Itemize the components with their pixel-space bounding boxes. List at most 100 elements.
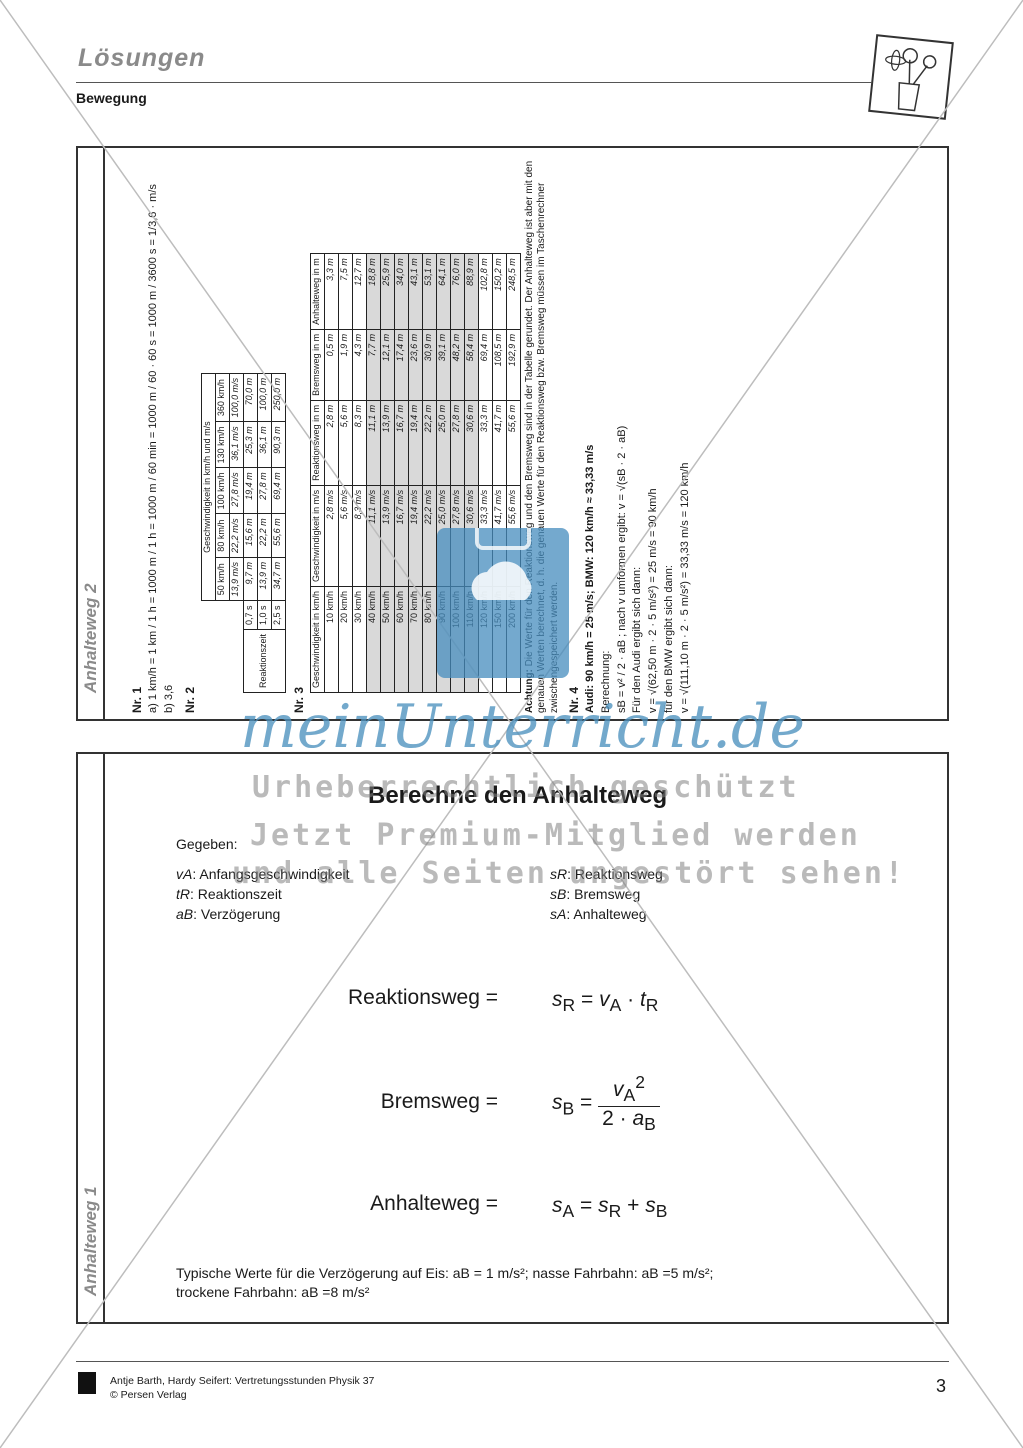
table-row: Reaktionszeit 0,7 s 9,7 m 15,6 m 19,4 m … — [243, 373, 285, 693]
var-symbol: aB — [176, 906, 194, 922]
watermark-line: Urheberrechtlich geschützt — [252, 770, 800, 805]
nr2-col: 360 km/h — [215, 373, 229, 422]
nr3-cell: 69,4 m — [478, 329, 492, 401]
watermark-line: Jetzt Premium-Mitglied werden — [250, 818, 861, 853]
nr2-time: 0,7 s — [243, 600, 257, 630]
nr3-cell: 11,1 m — [366, 400, 380, 486]
nr3-header: Reaktionsweg in m — [310, 400, 324, 486]
nr4-line: v = √(111,10 m · 2 · 5 m/s²) = 33,33 m/s… — [678, 462, 691, 713]
page-header-title: Lösungen — [78, 44, 206, 72]
page-subtitle: Bewegung — [76, 90, 147, 106]
nr3-cell: 192,9 m — [506, 329, 520, 401]
formula-reaktionsweg: sR = vA · tR — [552, 988, 659, 1016]
nr3-cell: 64,1 m — [436, 253, 450, 330]
nr3-cell: 2,8 m/s — [324, 485, 338, 587]
nr3-cell: 53,1 m — [422, 253, 436, 330]
nr3-cell: 17,4 m — [394, 329, 408, 401]
nr3-cell: 60 km/h — [394, 586, 408, 693]
header-divider — [76, 82, 872, 83]
nr2-col: 50 km/h — [215, 557, 229, 601]
var-symbol: sA — [550, 906, 567, 922]
nr3-cell: 2,8 m — [324, 400, 338, 486]
nr3-cell: 102,8 m — [478, 253, 492, 330]
given-heading: Gegeben: — [176, 836, 238, 852]
nr2-cell: 250,0 m — [271, 373, 285, 422]
panel-side-strip: Anhalteweg 1 — [78, 754, 105, 1322]
nr2-cell: 13,9 m — [257, 557, 271, 601]
given-var: aB: Verzögerung — [176, 906, 280, 922]
watermark-line: und alle Seiten ungestört sehen! — [232, 856, 906, 891]
nr4-heading: Nr. 4 — [567, 686, 581, 713]
nr3-cell: 19,4 m — [408, 400, 422, 486]
nr3-cell: 12,7 m — [352, 253, 366, 330]
nr3-cell: 25,0 m — [436, 400, 450, 486]
footer-divider — [76, 1361, 949, 1362]
nr3-cell: 7,7 m — [366, 329, 380, 401]
nr3-header: Bremsweg in m — [310, 329, 324, 401]
nr3-header: Geschwindigkeit in km/h — [310, 586, 324, 693]
nr2-cell: 15,6 m — [243, 513, 257, 558]
nr4-answer: Audi: 90 km/h = 25 m/s; BMW: 120 km/h ≈ … — [584, 444, 596, 713]
footer-copyright: © Persen Verlag — [110, 1389, 187, 1402]
nr2-table: Geschwindigkeit in km/h und m/s 50 km/h … — [201, 373, 286, 693]
nr3-cell: 8,3 m/s — [352, 485, 366, 587]
nr2-cell: 19,4 m — [243, 467, 257, 514]
nr3-cell: 13,9 m — [380, 400, 394, 486]
nr2-row-label: Reaktionszeit — [243, 629, 285, 693]
nr3-cell: 88,9 m — [464, 253, 478, 330]
typical-values-line: trockene Fahrbahn: aB =8 m/s² — [176, 1283, 370, 1300]
nr2-col: 80 km/h — [215, 513, 229, 558]
nr3-cell: 25,9 m — [380, 253, 394, 330]
cloud-briefcase-watermark-icon — [437, 520, 569, 678]
nr3-cell: 4,3 m — [352, 329, 366, 401]
nr2-group-header: Geschwindigkeit in km/h und m/s — [201, 373, 215, 601]
nr3-cell: 23,6 m — [408, 329, 422, 401]
nr2-cell: 90,3 m — [271, 421, 285, 468]
nr3-cell: 7,5 m — [338, 253, 352, 330]
nr3-cell: 27,8 m — [450, 400, 464, 486]
nr3-cell: 41,7 m — [492, 400, 506, 486]
nr3-cell: 8,3 m — [352, 400, 366, 486]
strip-label-anhalteweg-1: Anhalteweg 1 — [81, 1186, 100, 1296]
footer-authors: Antje Barth, Hardy Seifert: Vertretungss… — [110, 1375, 375, 1387]
formula-anhalteweg: sA = sR + sB — [552, 1194, 668, 1222]
var-symbol: tR — [176, 886, 190, 902]
nr2-cell: 25,3 m — [243, 421, 257, 468]
nr3-cell: 48,2 m — [450, 329, 464, 401]
nr3-cell: 1,9 m — [338, 329, 352, 401]
nr2-cell: 100,0 m — [257, 373, 271, 422]
nr3-cell: 30,6 m — [464, 400, 478, 486]
nr4-line: Für den Audi ergibt sich dann: — [631, 566, 644, 713]
nr2-speed-ms: 13,9 m/s — [229, 557, 243, 601]
nr3-cell: 40 km/h — [366, 586, 380, 693]
nr4-line: für den BMW ergibt sich dann: — [662, 565, 675, 713]
nr2-cell: 9,7 m — [243, 557, 257, 601]
nr2-speed-ms: 27,8 m/s — [229, 467, 243, 514]
nr3-cell: 13,9 m/s — [380, 485, 394, 587]
nr3-cell: 11,1 m/s — [366, 485, 380, 587]
nr3-cell: 5,6 m — [338, 400, 352, 486]
nr2-cell: 69,4 m — [271, 467, 285, 514]
nr3-cell: 30,9 m — [422, 329, 436, 401]
nr1-a: a) 1 km/h = 1 km / 1 h = 1000 m / 1 h = … — [147, 184, 159, 713]
nr3-cell: 22,2 m/s — [422, 485, 436, 587]
nr3-cell: 30 km/h — [352, 586, 366, 693]
nr3-cell: 76,0 m — [450, 253, 464, 330]
nr3-header: Anhalteweg in m — [310, 253, 324, 330]
nr4-line: sB = v² / 2 · aB ; nach v umformen ergib… — [615, 425, 628, 713]
nr2-cell: 22,2 m — [257, 513, 271, 558]
var-symbol: vA — [176, 866, 193, 882]
nr3-cell: 33,3 m — [478, 400, 492, 486]
nr3-cell: 108,5 m — [492, 329, 506, 401]
nr3-cell: 3,3 m — [324, 253, 338, 330]
nr3-cell: 10 km/h — [324, 586, 338, 693]
nr3-cell: 22,2 m — [422, 400, 436, 486]
panel-side-strip: Anhalteweg 2 — [78, 148, 105, 719]
nr3-cell: 39,1 m — [436, 329, 450, 401]
